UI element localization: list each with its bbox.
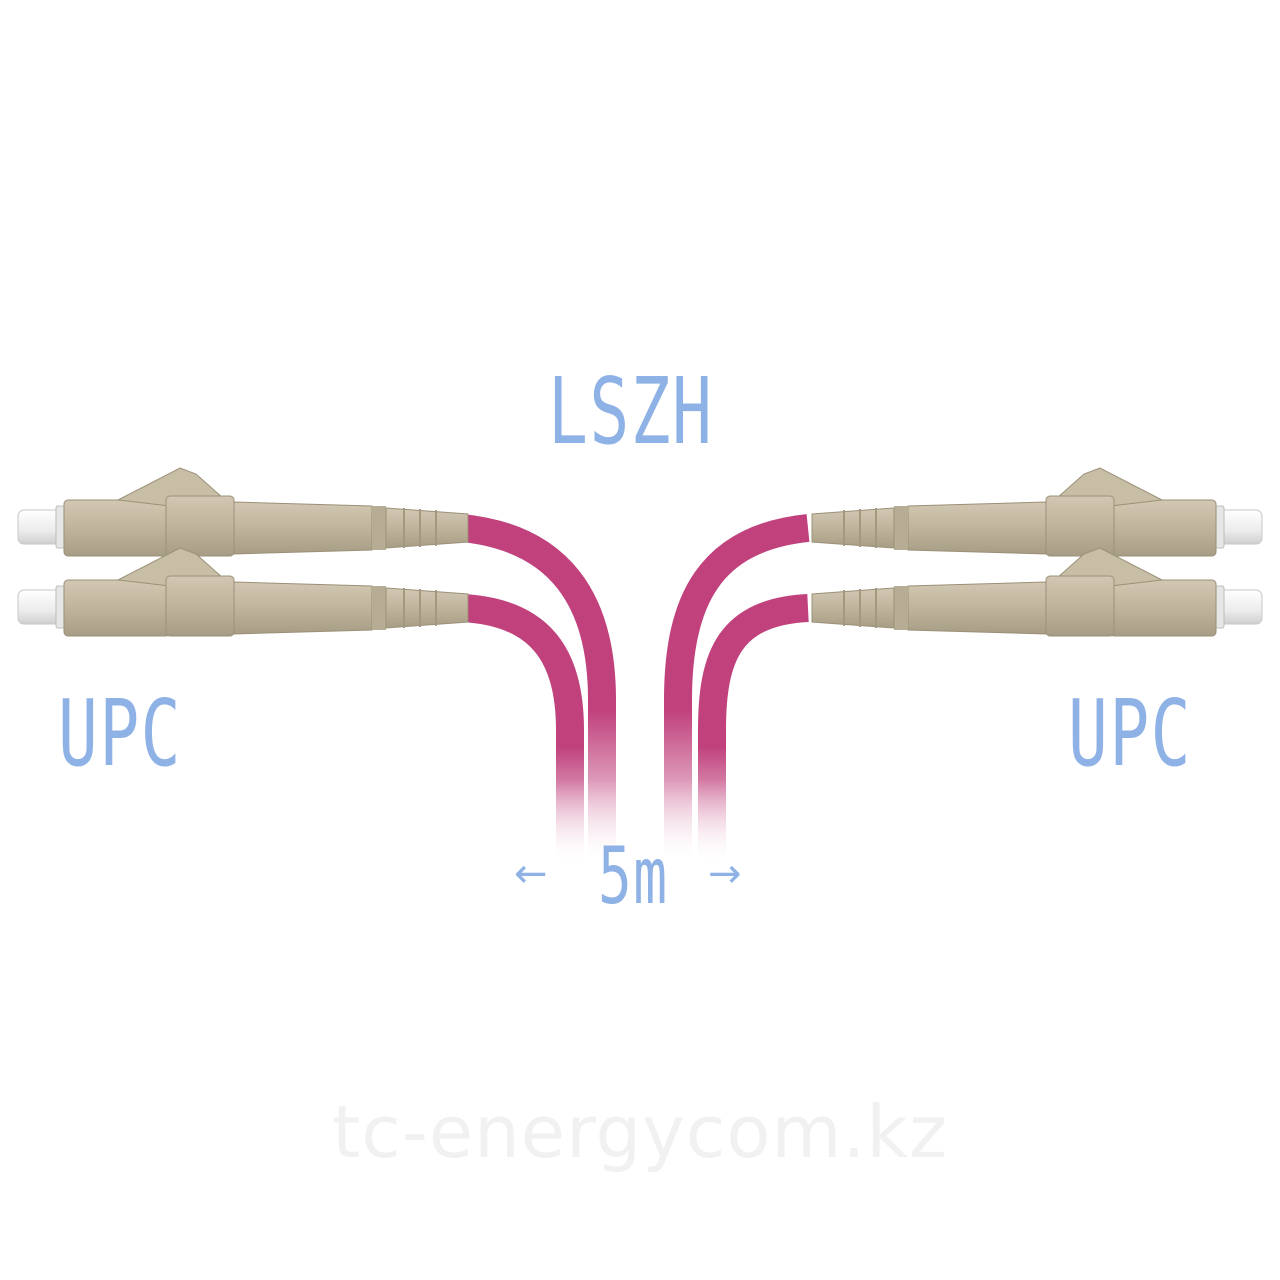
arrow-right-icon: → — [708, 851, 742, 897]
polish-type-left-label: UPC — [58, 680, 182, 787]
watermark: tc-energycom.kz — [332, 1090, 948, 1174]
arrow-left-icon: ← — [514, 851, 548, 897]
lc-connector-icon — [17, 467, 469, 557]
cable-length-value: 5m — [598, 832, 669, 922]
cable-length-indicator: ← 5m → — [512, 838, 768, 918]
cable-left-top — [460, 514, 616, 860]
cable-right-bottom — [698, 594, 810, 860]
cable-bundle — [460, 514, 810, 860]
lc-connector-icon — [17, 547, 469, 637]
lc-connector-icon — [811, 467, 1263, 557]
cable-left-bottom — [460, 594, 584, 860]
jacket-material-label: LSZH — [548, 358, 714, 465]
lc-connector-icon — [811, 547, 1263, 637]
polish-type-right-label: UPC — [1068, 680, 1192, 787]
cable-right-top — [664, 514, 810, 860]
